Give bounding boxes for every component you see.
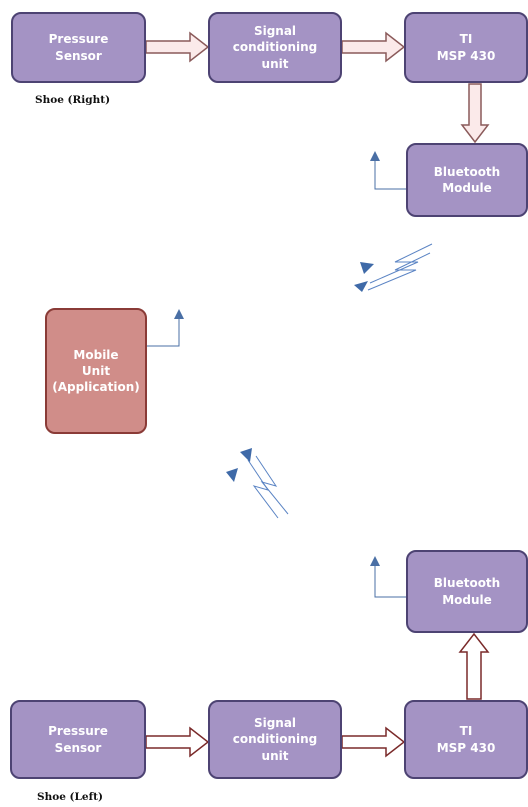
arrow-mcu-to-bluetooth-right [460,83,490,144]
right-bluetooth-block: Bluetooth Module [406,143,528,217]
right-shoe-caption: Shoe (Right) [35,94,111,106]
arrow-sensor-to-signal-left [145,726,210,758]
arrow-sensor-to-signal-right [145,31,210,63]
antenna-icon [370,151,406,190]
right-mcu-block: TI MSP 430 [404,12,528,83]
left-bluetooth-block: Bluetooth Module [406,550,528,633]
wireless-signal-icon [226,448,289,519]
arrow-signal-to-mcu-left [341,726,406,758]
mobile-unit-block: Mobile Unit (Application) [45,308,147,434]
arrow-mcu-to-bluetooth-left [458,632,490,700]
left-signal-conditioning-block: Signal conditioning unit [208,700,342,779]
antenna-icon [370,556,406,598]
wireless-signal-icon [354,243,433,292]
right-signal-conditioning-block: Signal conditioning unit [208,12,342,83]
antenna-icon [147,309,184,347]
left-pressure-sensor-block: Pressure Sensor [10,700,146,779]
left-mcu-block: TI MSP 430 [404,700,528,779]
left-shoe-caption: Shoe (Left) [37,791,103,803]
right-pressure-sensor-block: Pressure Sensor [11,12,146,83]
arrow-signal-to-mcu-right [341,31,406,63]
